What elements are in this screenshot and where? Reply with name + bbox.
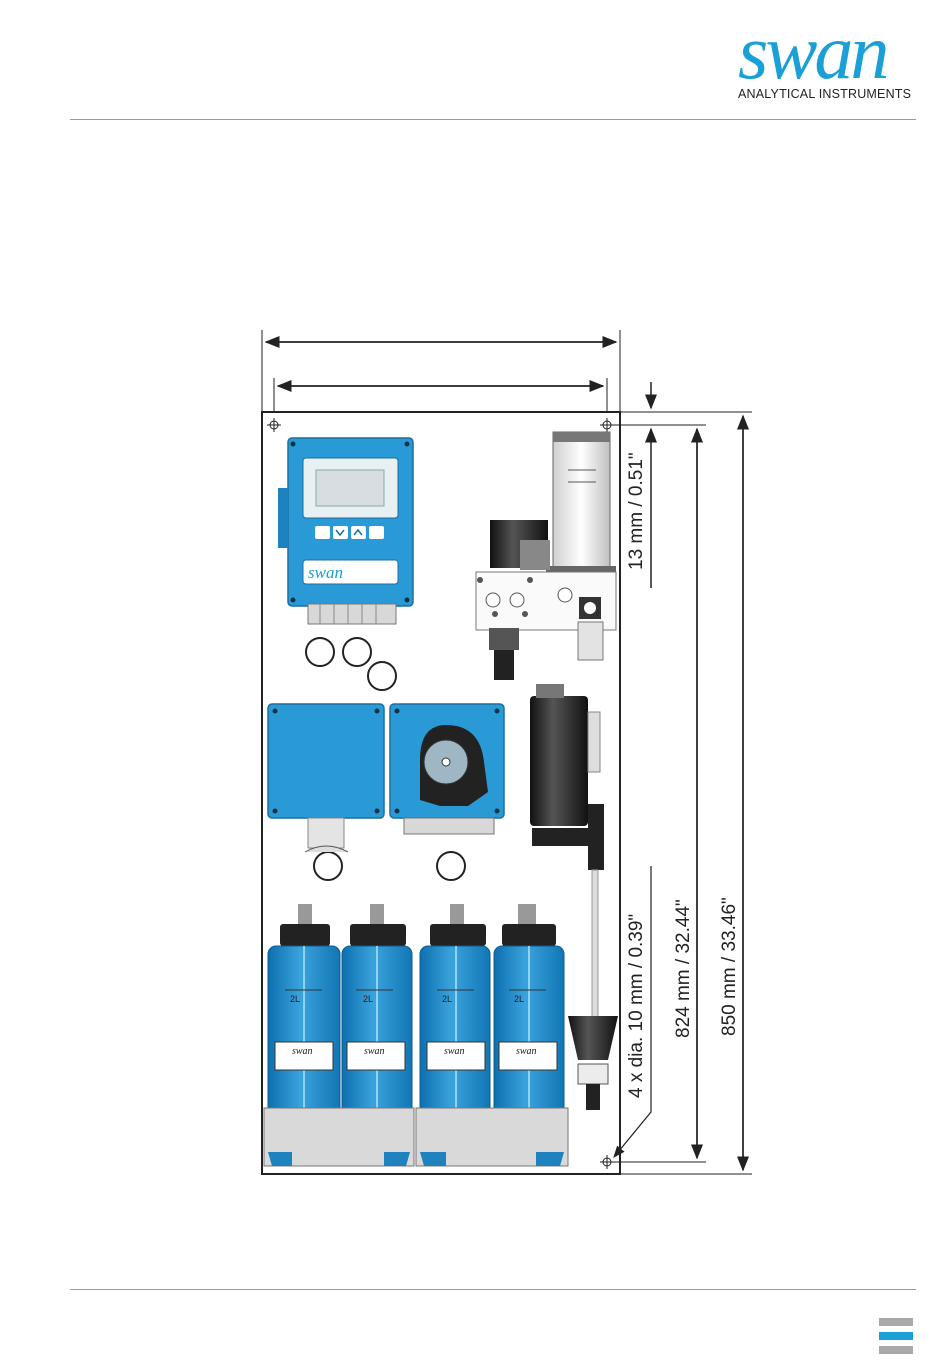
bottle-label: swan [516,1046,537,1057]
section-indicator-bar [879,1318,913,1326]
height-dimensions: 13 mm / 0.51" 4 x dia. 10 mm / 0.39" 824… [612,382,752,1174]
bottle-volume: 2L [442,994,452,1004]
section-indicator-bar [879,1346,913,1354]
dim-overall-height-label: 850 mm / 33.46" [719,897,740,1036]
reagent-bottle: 2L swan [420,904,490,1116]
transmitter-housing: swan [278,438,413,624]
bottle-label: swan [444,1046,465,1057]
reagent-bottle: 2L swan [494,904,564,1116]
dim-holes-label: 4 x dia. 10 mm / 0.39" [626,914,647,1098]
bottle-label: swan [292,1046,313,1057]
dim-hole-spacing-label: 824 mm / 32.44" [673,899,694,1038]
peristaltic-pump [390,704,504,834]
footer-divider [70,1289,916,1290]
section-indicator [879,1318,913,1360]
width-dimension [262,330,620,412]
bottle-label: swan [364,1046,385,1057]
transmitter-logo: swan [308,563,343,582]
bottle-volume: 2L [290,994,300,1004]
dim-offset-label: 13 mm / 0.51" [626,452,647,570]
bottle-volume: 2L [514,994,524,1004]
section-indicator-bar-active [879,1332,913,1340]
bottle-volume: 2L [363,994,373,1004]
reagent-bottle: 2L swan [342,904,412,1116]
